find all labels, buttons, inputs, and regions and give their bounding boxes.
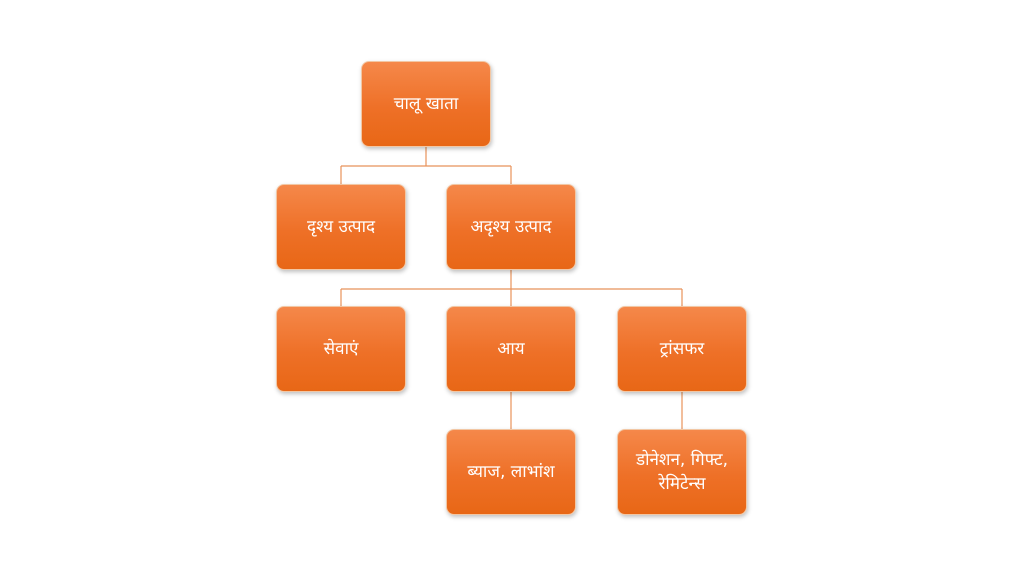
node-donation-gift-remittance: डोनेशन, गिफ्ट, रेमिटेन्स — [617, 429, 747, 515]
node-invisible-products: अदृश्य उत्पाद — [446, 184, 576, 270]
node-label: सेवाएं — [323, 339, 359, 359]
node-label: ट्रांसफर — [659, 339, 705, 359]
node-income: आय — [446, 306, 576, 392]
node-label: अदृश्य उत्पाद — [470, 217, 552, 237]
connector-invisible-children — [340, 270, 683, 306]
node-visible-products: दृश्य उत्पाद — [276, 184, 406, 270]
node-transfer: ट्रांसफर — [617, 306, 747, 392]
node-label: आय — [497, 339, 525, 359]
node-current-account: चालू खाता — [361, 61, 491, 147]
node-label: डोनेशन, गिफ्ट, रेमिटेन्स — [636, 450, 728, 494]
node-interest-dividend: ब्याज, लाभांश — [446, 429, 576, 515]
connector-root-children — [340, 147, 512, 184]
node-label: दृश्य उत्पाद — [307, 217, 375, 237]
node-label: ब्याज, लाभांश — [467, 462, 555, 482]
node-label: चालू खाता — [393, 94, 459, 114]
node-services: सेवाएं — [276, 306, 406, 392]
